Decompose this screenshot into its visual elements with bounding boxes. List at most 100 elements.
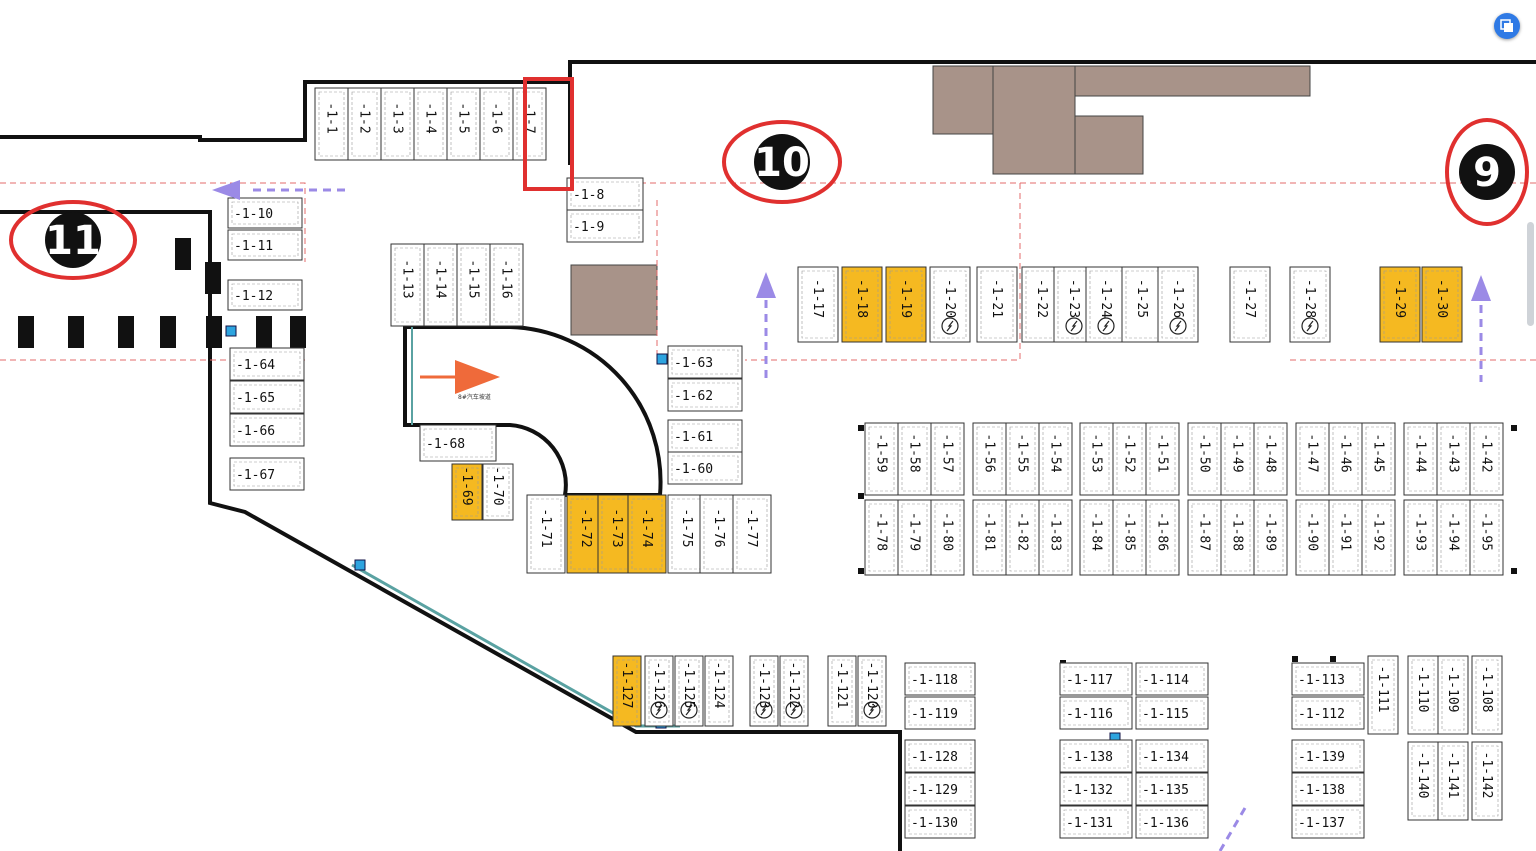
parking-spot[interactable]: -1-18 (841, 266, 883, 343)
parking-spot[interactable]: -1-66 (229, 413, 305, 447)
parking-spot[interactable]: -1-130 (904, 805, 976, 839)
parking-spot[interactable]: -1-57 (930, 422, 965, 496)
parking-spot[interactable]: -1-123 (749, 655, 779, 727)
parking-spot[interactable]: -1-91 (1328, 499, 1363, 576)
parking-spot[interactable]: -1-8 (566, 177, 644, 211)
parking-spot[interactable]: -1-113 (1291, 662, 1365, 696)
parking-spot[interactable]: -1-142 (1471, 741, 1503, 821)
parking-spot[interactable]: -1-48 (1253, 422, 1288, 496)
parking-spot[interactable]: -1-92 (1361, 499, 1396, 576)
parking-spot[interactable]: -1-117 (1059, 662, 1133, 696)
parking-spot[interactable]: -1-64 (229, 347, 305, 381)
parking-spot[interactable]: -1-46 (1328, 422, 1363, 496)
parking-spot[interactable]: -1-59 (864, 422, 899, 496)
parking-spot[interactable]: -1-74 (627, 494, 667, 574)
parking-spot[interactable]: -1-17 (797, 266, 839, 343)
parking-spot[interactable]: -1-43 (1436, 422, 1471, 496)
parking-spot[interactable]: -1-78 (864, 499, 899, 576)
parking-spot[interactable]: -1-49 (1220, 422, 1255, 496)
parking-spot[interactable]: -1-28 (1289, 266, 1331, 343)
parking-spot[interactable]: -1-2 (347, 87, 382, 161)
parking-spot[interactable]: -1-7 (512, 87, 547, 161)
parking-spot[interactable]: -1-134 (1135, 739, 1209, 773)
parking-spot[interactable]: -1-132 (1059, 772, 1133, 806)
parking-spot[interactable]: -1-108 (1471, 655, 1503, 735)
parking-spot[interactable]: -1-139 (1291, 739, 1365, 773)
layers-button[interactable] (1494, 13, 1520, 39)
parking-spot[interactable]: -1-122 (779, 655, 809, 727)
parking-spot[interactable]: -1-19 (885, 266, 927, 343)
parking-spot[interactable]: -1-54 (1038, 422, 1073, 496)
parking-spot[interactable]: -1-119 (904, 696, 976, 730)
parking-spot[interactable]: -1-51 (1145, 422, 1180, 496)
parking-spot[interactable]: -1-67 (229, 457, 305, 491)
parking-spot[interactable]: -1-15 (456, 243, 491, 327)
parking-spot[interactable]: -1-65 (229, 380, 305, 414)
parking-spot[interactable]: -1-27 (1229, 266, 1271, 343)
parking-spot[interactable]: -1-60 (667, 451, 743, 485)
parking-spot[interactable]: -1-76 (699, 494, 739, 574)
parking-spot[interactable]: -1-89 (1253, 499, 1288, 576)
parking-spot[interactable]: -1-131 (1059, 805, 1133, 839)
parking-spot[interactable]: -1-135 (1135, 772, 1209, 806)
parking-spot[interactable]: -1-21 (976, 266, 1018, 343)
parking-spot[interactable]: -1-25 (1121, 266, 1163, 343)
parking-spot[interactable]: -1-115 (1135, 696, 1209, 730)
parking-spot[interactable]: -1-11 (227, 229, 303, 261)
scrollbar-thumb[interactable] (1527, 222, 1534, 326)
parking-spot[interactable]: -1-20 (929, 266, 971, 343)
stairwell-marker[interactable]: 9 (1445, 118, 1529, 226)
parking-spot[interactable]: -1-112 (1291, 696, 1365, 730)
parking-spot[interactable]: -1-138 (1291, 772, 1365, 806)
parking-spot[interactable]: -1-45 (1361, 422, 1396, 496)
parking-spot[interactable]: -1-140 (1407, 741, 1439, 821)
parking-spot[interactable]: -1-82 (1005, 499, 1040, 576)
parking-spot[interactable]: -1-58 (897, 422, 932, 496)
parking-spot[interactable]: -1-13 (390, 243, 425, 327)
parking-spot[interactable]: -1-87 (1187, 499, 1222, 576)
parking-spot[interactable]: -1-16 (489, 243, 524, 327)
parking-spot[interactable]: -1-63 (667, 345, 743, 379)
parking-spot[interactable]: -1-3 (380, 87, 415, 161)
parking-spot[interactable]: -1-94 (1436, 499, 1471, 576)
parking-spot[interactable]: -1-86 (1145, 499, 1180, 576)
parking-spot[interactable]: -1-9 (566, 209, 644, 243)
parking-spot[interactable]: -1-84 (1079, 499, 1114, 576)
parking-spot[interactable]: -1-26 (1157, 266, 1199, 343)
parking-spot[interactable]: -1-121 (827, 655, 857, 727)
stairwell-marker[interactable]: 10 (722, 120, 842, 204)
parking-spot[interactable]: -1-141 (1437, 741, 1469, 821)
parking-spot[interactable]: -1-61 (667, 419, 743, 453)
parking-spot[interactable]: -1-127 (612, 655, 642, 727)
parking-spot[interactable]: -1-44 (1403, 422, 1438, 496)
parking-spot[interactable]: -1-6 (479, 87, 514, 161)
parking-spot[interactable]: -1-56 (972, 422, 1007, 496)
parking-spot[interactable]: -1-83 (1038, 499, 1073, 576)
parking-spot[interactable]: -1-118 (904, 662, 976, 696)
parking-spot[interactable]: -1-90 (1295, 499, 1330, 576)
parking-spot[interactable]: -1-125 (674, 655, 704, 727)
parking-spot[interactable]: -1-88 (1220, 499, 1255, 576)
parking-spot[interactable]: -1-53 (1079, 422, 1114, 496)
parking-spot[interactable]: -1-10 (227, 197, 303, 229)
parking-spot[interactable]: -1-12 (227, 279, 303, 311)
parking-spot[interactable]: -1-138 (1059, 739, 1133, 773)
parking-spot[interactable]: -1-5 (446, 87, 481, 161)
parking-spot[interactable]: -1-136 (1135, 805, 1209, 839)
parking-spot[interactable]: -1-30 (1421, 266, 1463, 343)
parking-spot[interactable]: -1-70 (482, 463, 514, 521)
parking-spot[interactable]: -1-114 (1135, 662, 1209, 696)
parking-spot[interactable]: -1-137 (1291, 805, 1365, 839)
parking-spot[interactable]: -1-71 (526, 494, 566, 574)
parking-spot[interactable]: -1-126 (644, 655, 674, 727)
parking-spot[interactable]: -1-4 (413, 87, 448, 161)
parking-spot[interactable]: -1-85 (1112, 499, 1147, 576)
parking-spot[interactable]: -1-109 (1437, 655, 1469, 735)
parking-spot[interactable]: -1-62 (667, 378, 743, 412)
parking-spot[interactable]: -1-93 (1403, 499, 1438, 576)
parking-spot[interactable]: -1-68 (419, 424, 497, 462)
parking-spot[interactable]: -1-47 (1295, 422, 1330, 496)
parking-spot[interactable]: -1-14 (423, 243, 458, 327)
parking-spot[interactable]: -1-116 (1059, 696, 1133, 730)
parking-spot[interactable]: -1-69 (451, 463, 483, 521)
